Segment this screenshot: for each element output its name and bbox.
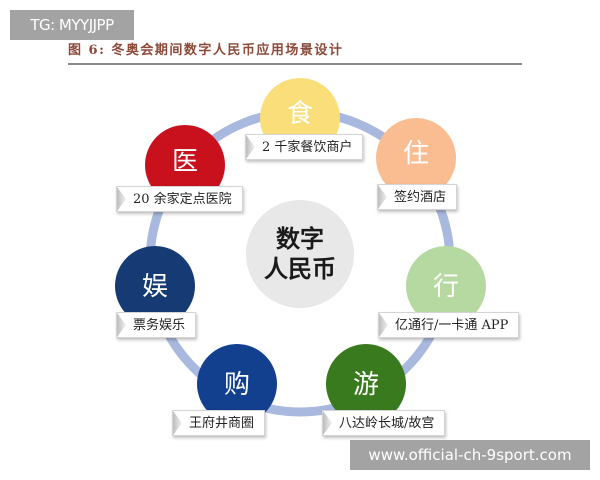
label-entertainment: 票务娱乐: [116, 312, 197, 338]
center-line-2: 人民币: [264, 255, 336, 283]
figure-title: 图 6: 冬奥会期间数字人民币应用场景设计: [68, 41, 522, 65]
medical-icon: 医: [171, 146, 198, 177]
shop-icon: 购: [223, 369, 250, 400]
label-stay: 签约酒店: [377, 184, 458, 210]
travel-icon: 行: [432, 271, 459, 302]
watermark-bottom: www.official-ch-9sport.com: [350, 440, 590, 470]
tour-icon: 游: [352, 369, 379, 400]
entertainment-icon: 娱: [141, 271, 168, 302]
center-line-1: 数字: [276, 225, 324, 253]
label-shop: 王府井商圈: [172, 410, 266, 436]
label-tour: 八达岭长城/故宫: [322, 410, 446, 436]
figure-title-text: 冬奥会期间数字人民币应用场景设计: [111, 43, 344, 58]
watermark-top: TG: MYYJJPP: [10, 10, 134, 40]
stay-icon: 住: [402, 138, 429, 169]
center-node-digital-rmb: 数字 人民币: [246, 200, 354, 308]
label-travel: 亿通行/一卡通 APP: [378, 312, 520, 338]
figure-number: 图 6:: [68, 43, 106, 58]
label-medical: 20 余家定点医院: [116, 186, 243, 212]
food-icon: 食: [286, 98, 313, 129]
label-food: 2 千家餐饮商户: [245, 134, 364, 160]
